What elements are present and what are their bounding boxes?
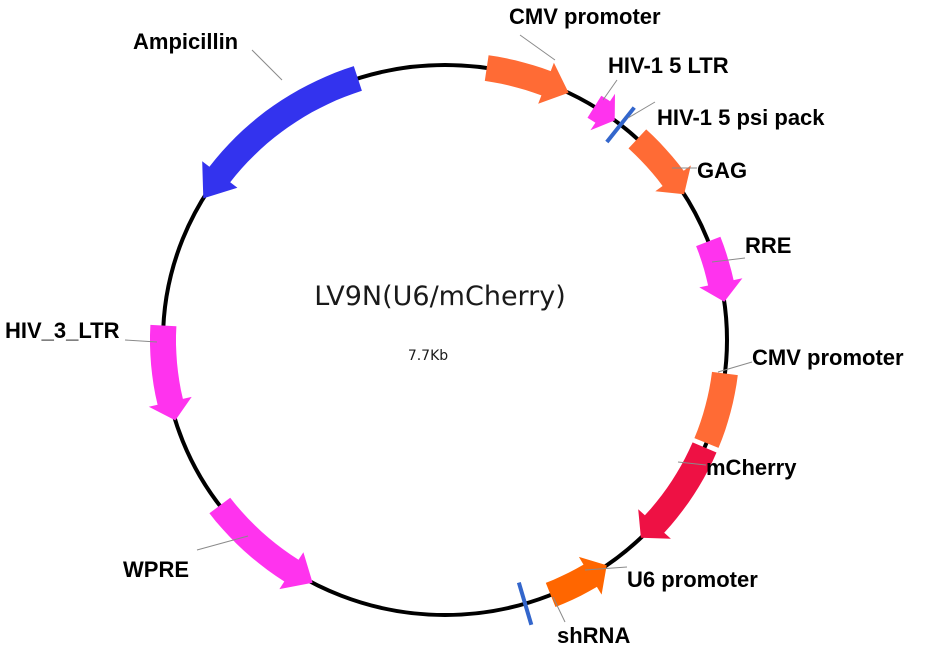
leader-ltr3 [124, 339, 158, 343]
label-hiv1-5-psi-pack: HIV-1 5 psi pack [657, 105, 825, 130]
feature-cmv2 [694, 371, 738, 448]
leader-amp [251, 49, 283, 81]
leader-psi [627, 101, 656, 119]
feature-u6 [545, 556, 607, 607]
feature-amp [202, 66, 362, 199]
leader-lines [124, 34, 753, 623]
label-cmv-promoter-right: CMV promoter [752, 345, 904, 370]
leader-cmv2 [717, 361, 753, 373]
feature-wpre [209, 497, 313, 590]
feature-mch [638, 442, 717, 539]
label-u6-promoter: U6 promoter [627, 567, 758, 592]
leader-u6 [584, 566, 628, 571]
feature-ltr5 [587, 93, 615, 131]
feature-gag [628, 129, 691, 195]
feature-rre [696, 236, 743, 302]
leader-mch [677, 461, 707, 466]
label-hiv1-5-ltr: HIV-1 5 LTR [608, 53, 729, 78]
label-mcherry: mCherry [706, 455, 797, 480]
leader-cmv1 [519, 34, 556, 61]
plasmid-name: LV9N(U6/mCherry) [314, 281, 566, 312]
feature-shapes [148, 55, 743, 626]
feature-ltr3 [148, 324, 192, 421]
label-shrna: shRNA [557, 623, 630, 648]
label-wpre: WPRE [123, 557, 189, 582]
feature-psi [605, 106, 636, 144]
label-gag: GAG [697, 158, 747, 183]
label-rre: RRE [745, 233, 791, 258]
leader-ltr5 [602, 79, 618, 101]
leader-wpre [196, 535, 249, 551]
leader-shrna [552, 596, 566, 623]
label-hiv-3-ltr: HIV_3_LTR [5, 318, 120, 343]
feature-shrna [516, 582, 534, 626]
label-ampicillin: Ampicillin [133, 29, 238, 54]
label-cmv-promoter-top: CMV promoter [509, 4, 661, 29]
leader-rre [711, 257, 746, 263]
feature-cmv1 [484, 55, 569, 104]
feature-labels: CMV promoter HIV-1 5 LTR HIV-1 5 psi pac… [5, 4, 904, 648]
plasmid-size: 7.7Kb [408, 348, 448, 364]
